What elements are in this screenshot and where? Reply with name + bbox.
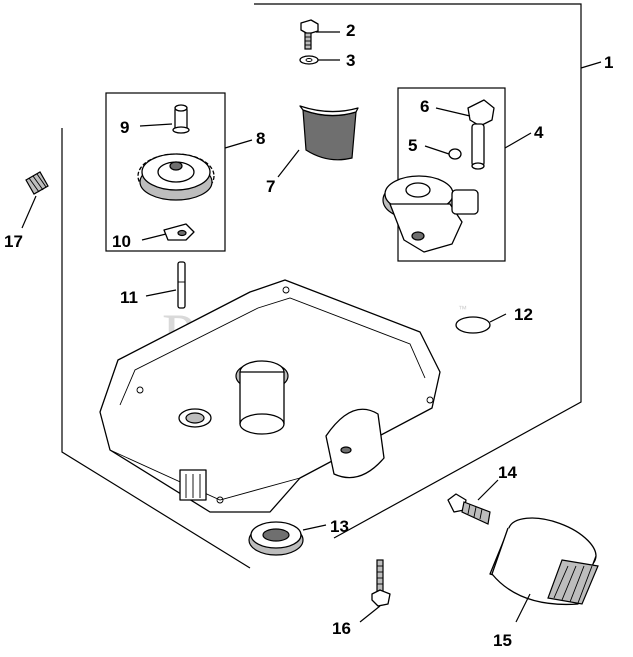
callout-2: 2: [346, 21, 355, 40]
bolt-part-2[interactable]: [300, 19, 319, 50]
pickup-tube-part-6[interactable]: [467, 99, 495, 170]
callout-1: 1: [604, 53, 613, 72]
callout-11: 11: [120, 288, 138, 307]
callout-6: 6: [420, 97, 429, 116]
o-ring-part-12[interactable]: [455, 316, 491, 334]
shaft-part-11[interactable]: [177, 261, 186, 309]
o-ring-part-5[interactable]: [448, 148, 462, 160]
callout-17: 17: [4, 232, 23, 251]
closure-plate-housing[interactable]: [99, 279, 441, 513]
adapter-part-14[interactable]: [447, 493, 491, 525]
bearing-shell-part-7[interactable]: [299, 105, 359, 161]
callout-13: 13: [330, 517, 349, 536]
gear-subassembly-box: [105, 92, 226, 252]
pin-part-9[interactable]: [172, 104, 190, 134]
callout-14: 14: [498, 463, 517, 482]
callout-labels: 1 2 3 4 5 6 7 8 9 10 11 12 13 14 15 16 1…: [4, 21, 613, 650]
flyweight-part-10[interactable]: [163, 223, 195, 241]
screw-part-16[interactable]: [371, 559, 391, 607]
callout-3: 3: [346, 51, 355, 70]
watermark-trademark: ™: [458, 304, 467, 314]
callout-5: 5: [408, 136, 417, 155]
leader-lines: [21, 31, 602, 623]
callout-8: 8: [256, 129, 265, 148]
callout-7: 7: [266, 177, 275, 196]
callout-16: 16: [332, 619, 351, 638]
oil-pump-part-4[interactable]: [382, 175, 479, 253]
oil-filter-part-15[interactable]: [489, 508, 603, 606]
oil-pump-subassembly-box: [397, 87, 506, 262]
callout-10: 10: [112, 232, 131, 251]
plug-part-17[interactable]: [25, 171, 49, 195]
callout-12: 12: [514, 305, 533, 324]
governor-gear-part-8[interactable]: [137, 153, 215, 201]
callout-15: 15: [493, 631, 512, 650]
callout-9: 9: [120, 118, 129, 137]
assembly-outline: [61, 3, 582, 569]
washer-part-3[interactable]: [299, 55, 319, 65]
callout-4: 4: [534, 123, 544, 142]
oil-seal-part-13[interactable]: [248, 521, 304, 556]
